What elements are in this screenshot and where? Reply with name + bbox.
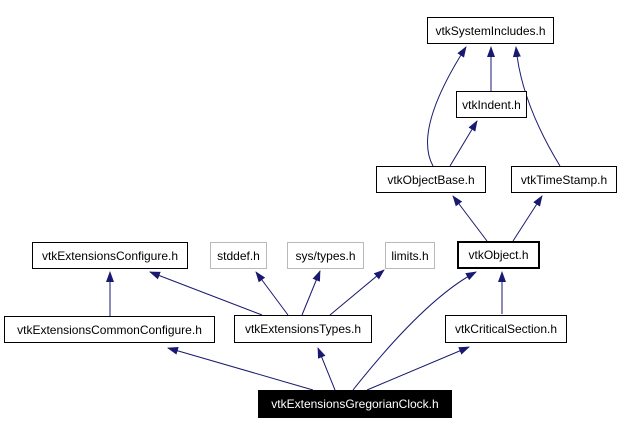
node-vtksystemincludes-h[interactable]: vtkSystemIncludes.h (427, 17, 554, 44)
edge-vtkextensionstypes-h-to-stddef-h (255, 271, 289, 316)
node-vtktimestamp-h[interactable]: vtkTimeStamp.h (511, 166, 617, 193)
node-sys-types-h: sys/types.h (287, 242, 364, 269)
node-vtkcriticalsection-h[interactable]: vtkCriticalSection.h (445, 315, 567, 343)
edge-vtkobject-h-to-vtktimestamp-h (512, 195, 543, 242)
edge-vtkextensionstypes-h-to-vtkextensionsconfigure-h (149, 271, 263, 316)
edge-vtkextensionstypes-h-to-sys-types-h (301, 270, 321, 316)
node-vtkobjectbase-h[interactable]: vtkObjectBase.h (376, 166, 486, 193)
node-vtkextensionsconfigure-h[interactable]: vtkExtensionsConfigure.h (32, 242, 188, 269)
node-vtkextensionscommonconfigure-h[interactable]: vtkExtensionsCommonConfigure.h (4, 316, 215, 343)
edge-vtkextensionsgregorianclock-h-to-vtkextensionscommonconfigure-h (167, 346, 314, 391)
edge-vtkextensionsgregorianclock-h-to-vtkextensionstypes-h (317, 347, 336, 391)
node-vtkobject-h: vtkObject.h (457, 241, 540, 269)
node-limits-h: limits.h (385, 242, 435, 269)
node-vtkindent-h[interactable]: vtkIndent.h (456, 91, 527, 118)
edge-vtkobjectbase-h-to-vtkindent-h (449, 120, 478, 167)
edge-vtkobject-h-to-vtkobjectbase-h (452, 195, 488, 242)
edge-vtkextensionstypes-h-to-limits-h (329, 269, 385, 316)
node-stddef-h: stddef.h (210, 242, 267, 269)
node-vtkextensionsgregorianclock-h: vtkExtensionsGregorianClock.h (258, 390, 452, 418)
edge-vtkextensionsgregorianclock-h-to-vtkcriticalsection-h (366, 346, 470, 391)
node-vtkextensionstypes-h[interactable]: vtkExtensionsTypes.h (234, 315, 372, 343)
